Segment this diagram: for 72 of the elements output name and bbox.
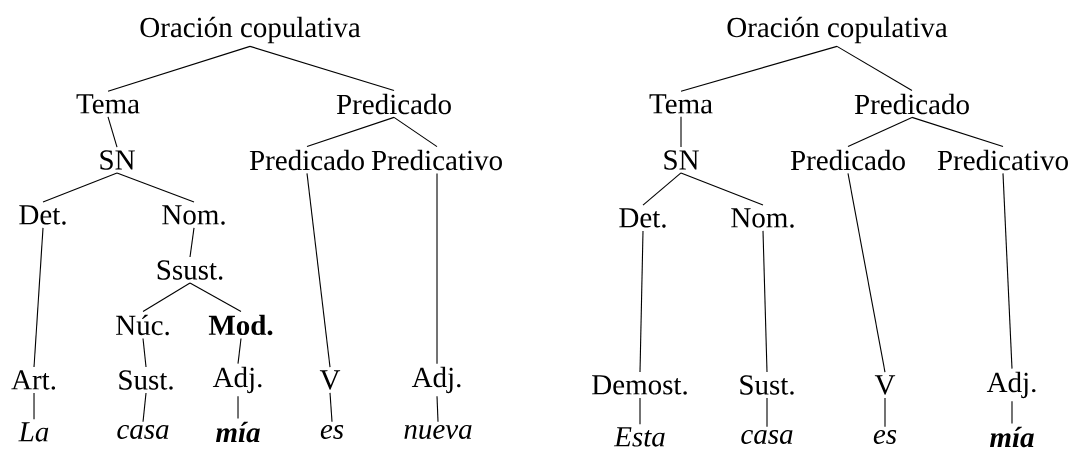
phrase-label: Predicativo — [371, 149, 502, 171]
phrase-label: SN — [664, 150, 699, 170]
phrase-label: Nom. — [162, 205, 225, 225]
phrase-label: Mod. — [208, 314, 273, 336]
tree-branch — [329, 392, 333, 423]
category-label: Sust. — [740, 375, 794, 395]
word: La — [18, 422, 49, 442]
category-label: Adj. — [411, 366, 461, 394]
tree-branch — [680, 116, 682, 148]
tree-branch — [116, 172, 195, 203]
tree-branch — [42, 172, 118, 203]
phrase-label: Predicado — [854, 93, 969, 115]
phrase-label: Ssust. — [157, 260, 223, 280]
tree-branch — [306, 116, 395, 148]
phrase-label: Núc. — [116, 314, 169, 336]
category-label: Adj. — [212, 366, 262, 394]
word: casa — [117, 425, 169, 439]
tree-branch — [1011, 400, 1013, 425]
tree-branch — [680, 172, 764, 206]
phrase-label: Det. — [619, 208, 666, 228]
category-label: Art. — [11, 370, 56, 390]
phrase-label: Predicado — [249, 149, 364, 171]
tree-branch — [884, 397, 886, 428]
phrase-label: Predicado — [336, 93, 451, 115]
category-label: Adj. — [986, 371, 1036, 399]
phrase-label: Oración copulativa — [140, 16, 361, 44]
tree-branch — [847, 172, 886, 373]
tree-branch — [680, 45, 838, 92]
phrase-label: Tema — [76, 94, 140, 114]
tree-branch — [306, 172, 331, 368]
tree-branch — [393, 116, 438, 148]
category-label: Sust. — [119, 370, 173, 390]
word: Esta — [613, 427, 665, 447]
tree-branch — [142, 392, 147, 423]
tree-branch — [189, 227, 195, 258]
word: nueva — [404, 425, 472, 439]
word: es — [320, 425, 344, 439]
word: mía — [216, 421, 260, 443]
phrase-label: Predicado — [790, 149, 905, 171]
tree-branch — [107, 116, 118, 148]
category-label: Demost. — [592, 375, 687, 395]
tree-branch — [436, 395, 439, 423]
tree-branch — [249, 45, 395, 92]
phrase-label: Tema — [649, 94, 713, 114]
tree-branch — [33, 392, 35, 420]
phrase-label: SN — [100, 150, 135, 170]
tree-branch — [107, 45, 251, 92]
word: mía — [990, 426, 1034, 448]
phrase-label: Oración copulativa — [727, 16, 948, 44]
tree-branch — [142, 337, 147, 368]
tree-branch — [33, 227, 44, 368]
tree-branch — [911, 116, 1004, 148]
tree-branch — [762, 230, 768, 373]
category-label: V — [319, 370, 341, 390]
word: casa — [741, 430, 793, 444]
category-label: V — [874, 375, 896, 395]
tree-branch — [237, 337, 242, 365]
tree-branch — [436, 172, 438, 365]
tree-branch — [766, 397, 768, 428]
tree-branch — [836, 45, 913, 92]
phrase-label: Det. — [19, 205, 66, 225]
tree-branch — [189, 282, 242, 313]
tree-branch — [639, 397, 641, 425]
word: es — [873, 430, 897, 444]
phrase-label: Nom. — [731, 208, 794, 228]
phrase-label: Predicativo — [937, 149, 1068, 171]
tree-branch — [237, 395, 239, 420]
tree-branch — [847, 116, 913, 148]
tree-branch — [1002, 172, 1013, 370]
tree-branch — [642, 172, 682, 206]
tree-branch — [142, 282, 191, 313]
tree-branch — [639, 230, 644, 373]
